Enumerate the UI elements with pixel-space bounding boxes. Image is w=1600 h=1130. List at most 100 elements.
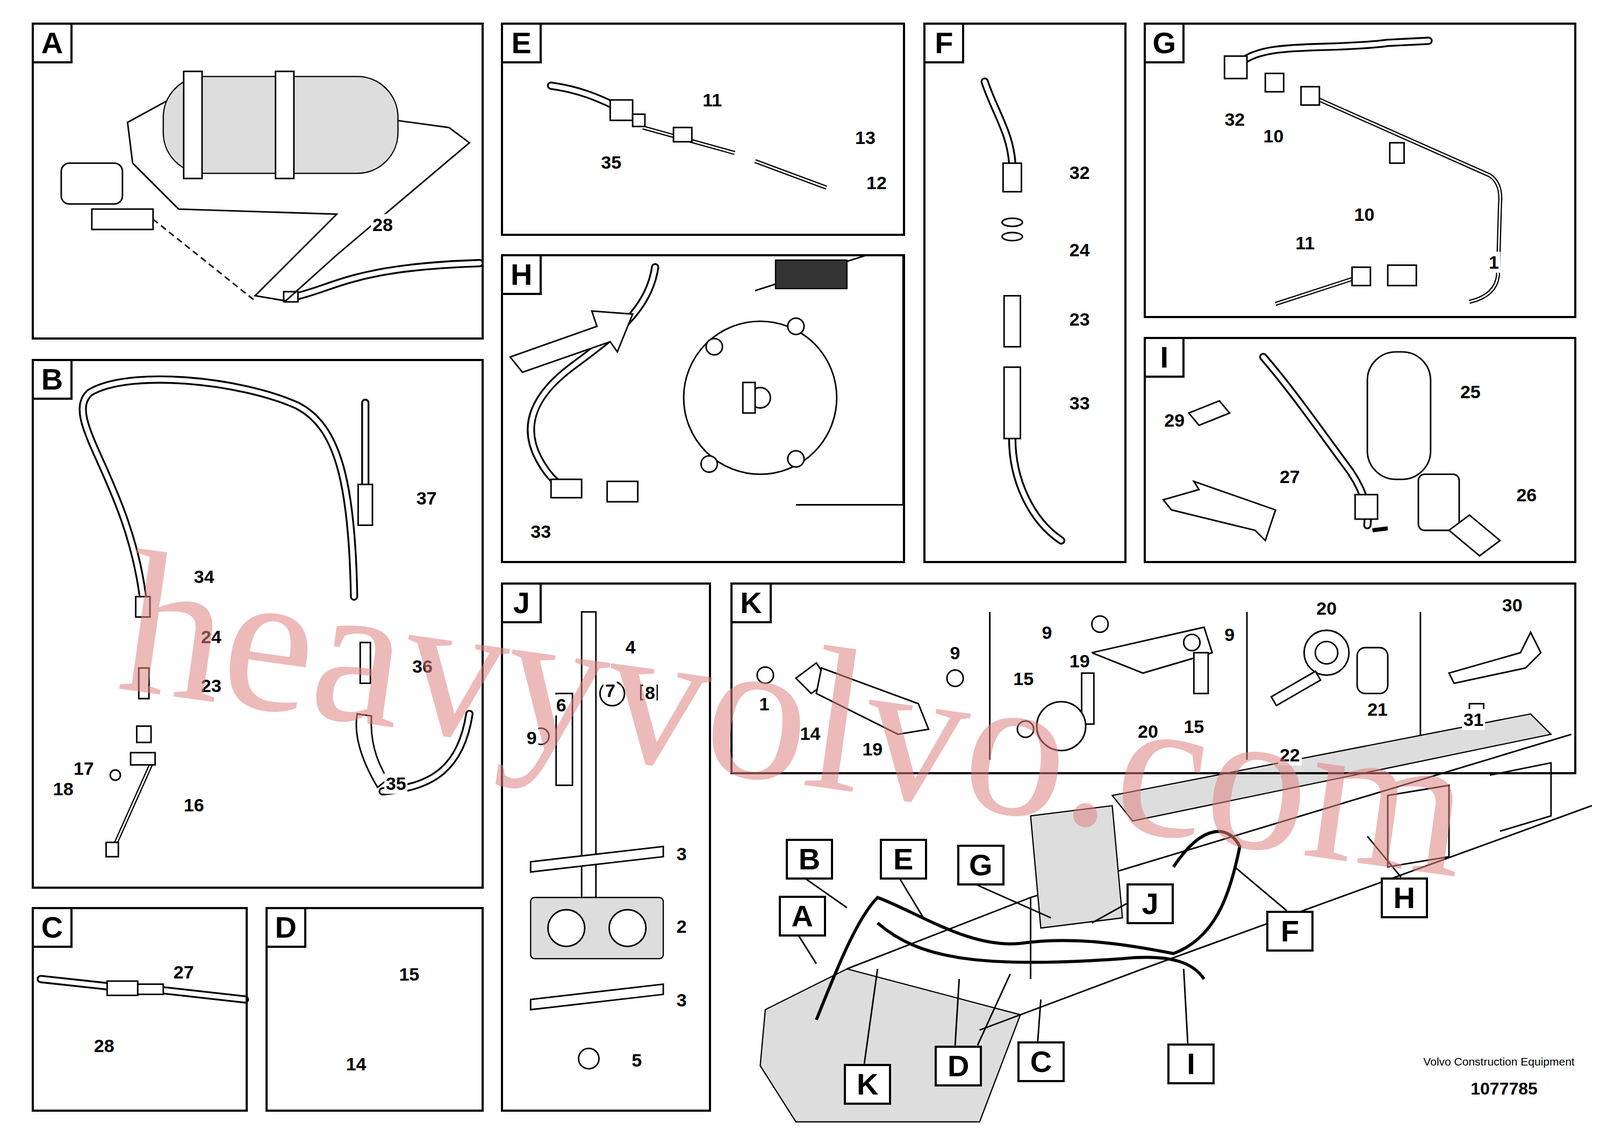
callout-number: 37 [414,487,439,509]
callout-number: 28 [92,1035,117,1057]
callout-number: 14 [798,723,823,745]
callout-number: 35 [384,773,408,795]
view-letter: D [267,909,307,949]
callout-number: 10 [1261,125,1286,147]
callout-number: 8 [643,682,657,704]
view-letter: I [1169,1045,1213,1083]
view-letter: F [925,24,965,64]
view-callout-box: C [1017,1041,1065,1083]
view-callout-box: H [1380,877,1429,919]
fittings [105,55,1417,996]
view-panel: H [500,254,906,564]
clamp-j [530,612,664,1069]
callout-number: 33 [528,521,553,543]
callout-number: 28 [370,213,395,235]
view-letter: H [1382,879,1426,917]
view-letter: H [503,256,542,296]
pipes [114,94,1501,848]
callout-number: 27 [1278,465,1302,487]
callout-number: 10 [1352,203,1377,225]
callout-number: 6 [554,694,569,716]
view-letter: K [732,584,772,624]
view-letter: J [1128,885,1172,923]
view-callout-box: G [957,844,1005,886]
callout-number: 24 [199,626,224,648]
view-panel: D [265,907,484,1113]
view-panel: G [1143,22,1577,319]
callout-number: 25 [1458,381,1483,403]
callout-number: 9 [1222,623,1237,645]
view-callout-box: I [1167,1043,1215,1085]
view-letter: E [503,24,542,64]
callout-number: 32 [1222,109,1247,131]
publisher-note: Volvo Construction Equipment [1422,1056,1576,1069]
callout-number: 2 [675,915,689,937]
view-panel: C [31,907,249,1113]
callout-number: 3 [675,989,689,1011]
callout-number: 36 [410,655,435,677]
callout-number: 20 [1136,721,1160,743]
callout-number: 26 [1514,484,1539,506]
view-letter: B [33,361,73,400]
view-letter: C [1019,1043,1063,1081]
callout-number: 22 [1278,744,1302,766]
callout-number: 32 [1067,161,1092,183]
drum-h [510,255,903,506]
view-callout-box: A [778,895,827,937]
view-letter: I [1145,339,1185,378]
view-letter: D [936,1048,980,1085]
callout-number: 16 [182,794,206,816]
view-panel: A [31,22,484,340]
view-letter: J [503,584,542,624]
callout-number: 23 [199,675,224,697]
callout-number: 12 [864,171,889,193]
callout-number: 13 [853,127,878,149]
view-letter: A [780,898,824,935]
view-letter: E [881,841,925,878]
callout-number: 1 [1487,251,1501,273]
callout-number: 15 [1011,668,1036,690]
callout-number: 21 [1365,698,1390,720]
tank-a [61,71,470,301]
view-panel: K [730,582,1577,775]
view-callout-box: D [934,1045,982,1087]
callout-number: 19 [860,738,885,760]
view-letter: B [787,841,831,878]
callout-number: 9 [948,642,963,664]
callout-number: 30 [1500,594,1525,616]
callout-number: 11 [1293,232,1317,254]
callout-number: 14 [344,1053,369,1075]
callout-number: 3 [675,843,689,865]
callout-number: 35 [599,151,623,173]
callout-number: 4 [623,636,638,658]
callout-number: 27 [171,962,196,984]
hoses [40,40,1429,1000]
callout-number: 29 [1162,410,1187,432]
view-panel: E [500,22,906,236]
callout-number: 24 [1067,239,1092,261]
view-letter: C [33,909,73,949]
callout-number: 17 [72,757,96,779]
callout-number: 34 [192,565,217,587]
view-panel: B [31,359,484,889]
callout-number: 5 [629,1049,644,1071]
callout-number: 1 [757,693,772,715]
view-panel: I [1143,336,1577,564]
callout-number: 19 [1067,650,1092,672]
view-letter: G [959,847,1003,884]
callout-number: 9 [1039,622,1054,644]
view-letter: A [33,24,73,64]
callout-number: 11 [700,89,724,111]
view-callout-box: J [1126,883,1174,925]
view-callout-box: E [879,838,928,880]
machine-overview [759,714,1592,1123]
view-panel: F [923,22,1127,564]
view-callout-box: K [843,1064,892,1106]
callout-number: 15 [1181,715,1206,737]
view-callout-box: B [785,838,834,880]
callout-number: 7 [603,680,617,702]
view-letter: G [1145,24,1185,64]
callout-number: 20 [1314,597,1339,619]
callout-number: 15 [397,964,421,986]
